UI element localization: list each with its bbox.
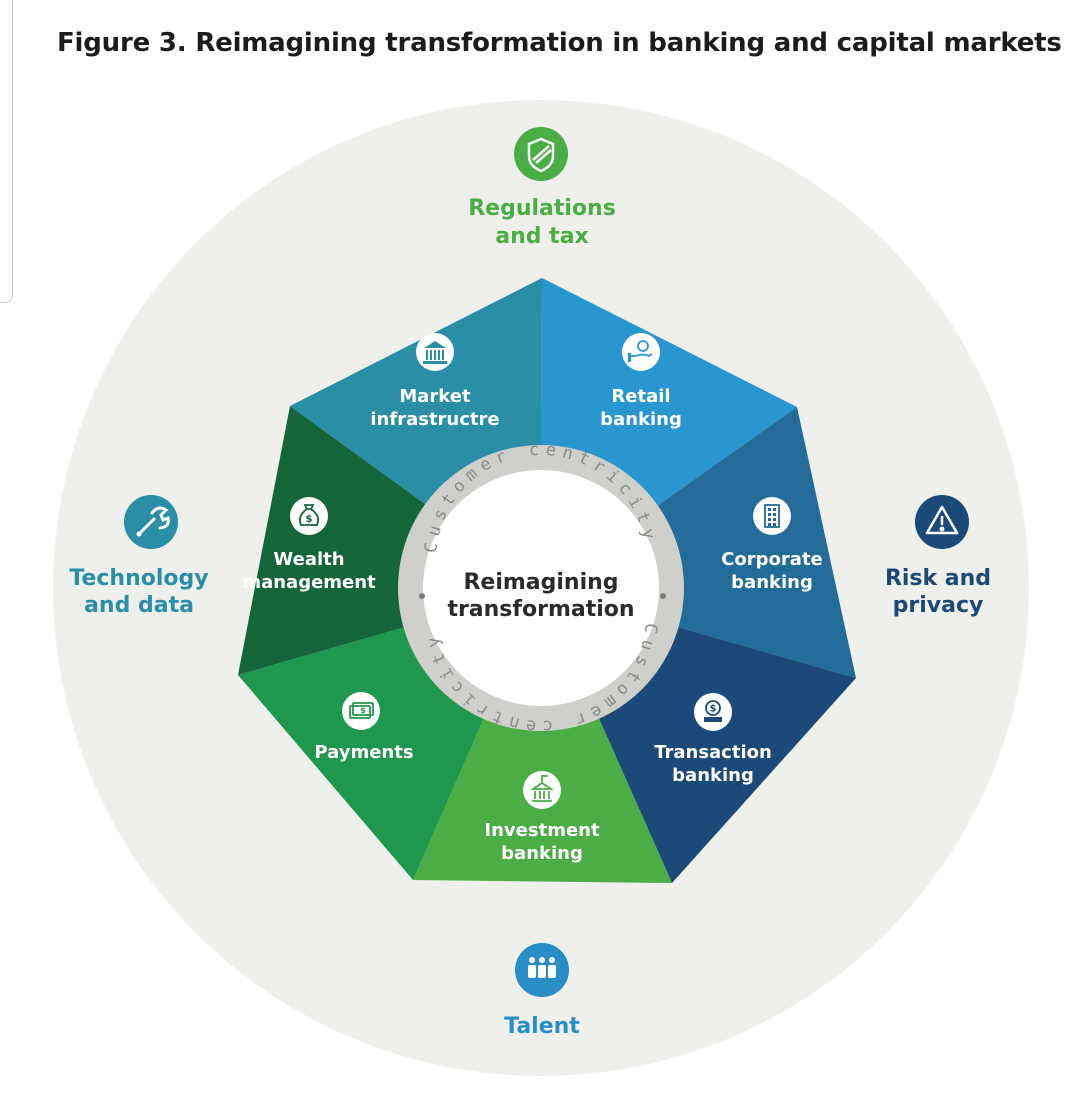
money-bag-icon-bg (290, 497, 328, 535)
cash-icon-bg (342, 692, 380, 730)
bank-growth-icon-bg (523, 771, 561, 809)
building-icon-bg (753, 497, 791, 535)
svg-text:$: $ (710, 704, 717, 715)
cash-icon: $ (349, 702, 374, 719)
segment-corporate-label-line2: banking (731, 572, 813, 593)
money-bag-icon: $ (298, 504, 320, 526)
risk-label-line2: privacy (893, 593, 984, 618)
segment-transaction-label-line1: Transaction (654, 742, 772, 763)
people-icon (528, 957, 556, 978)
segment-corporate-label-line1: Corporate (721, 549, 823, 570)
technology-label-line2: and data (84, 593, 194, 618)
coin-stack-icon: $ (704, 700, 722, 722)
segment-market-label-line1: Market (399, 386, 471, 407)
figure-title: Figure 3. Reimagining transformation in … (57, 28, 1062, 58)
bank-icon (423, 341, 447, 364)
shield-icon (527, 137, 555, 173)
talent-label: Talent (504, 1014, 580, 1039)
outer-item-technology: Technology and data (69, 495, 209, 618)
outer-item-risk: Risk and privacy (885, 495, 991, 618)
svg-text:$: $ (360, 706, 366, 715)
hub-dot-left (419, 593, 425, 599)
svg-text:$: $ (306, 514, 313, 525)
technology-label-line1: Technology (69, 566, 208, 591)
hub-center (423, 470, 659, 706)
outer-item-talent: Talent (504, 943, 580, 1039)
segment-payments-label-line1: Payments (314, 742, 413, 763)
segment-market-label-line2: infrastructre (370, 409, 499, 430)
center-title-line1: Reimagining (463, 570, 618, 595)
segment-wealth-label-line2: management (242, 572, 376, 593)
segment-transaction-label-line2: banking (672, 765, 754, 786)
warning-icon (925, 505, 959, 535)
hub-dot-right (660, 593, 666, 599)
regulations-label-line2: and tax (495, 224, 588, 249)
outer-item-regulations: Regulations and tax (468, 127, 616, 249)
segment-investment-label-line1: Investment (484, 820, 600, 841)
hand-coin-icon (628, 340, 653, 362)
hand-coin-icon-bg (622, 333, 660, 371)
segment-investment-label-line2: banking (501, 843, 583, 864)
building-icon (764, 504, 780, 528)
crop-mark (0, 0, 13, 303)
regulations-label-line1: Regulations (468, 196, 616, 221)
coin-stack-icon-bg (694, 693, 732, 731)
segment-retail-label-line2: banking (600, 409, 682, 430)
segment-retail-label-line1: Retail (611, 386, 670, 407)
bank-growth-icon (530, 775, 554, 802)
center-title-line2: transformation (447, 597, 634, 622)
risk-label-line1: Risk and (885, 566, 991, 591)
segment-investment-shape (413, 588, 672, 883)
wrench-icon (136, 506, 170, 537)
segment-wealth-label-line1: Wealth (273, 549, 344, 570)
